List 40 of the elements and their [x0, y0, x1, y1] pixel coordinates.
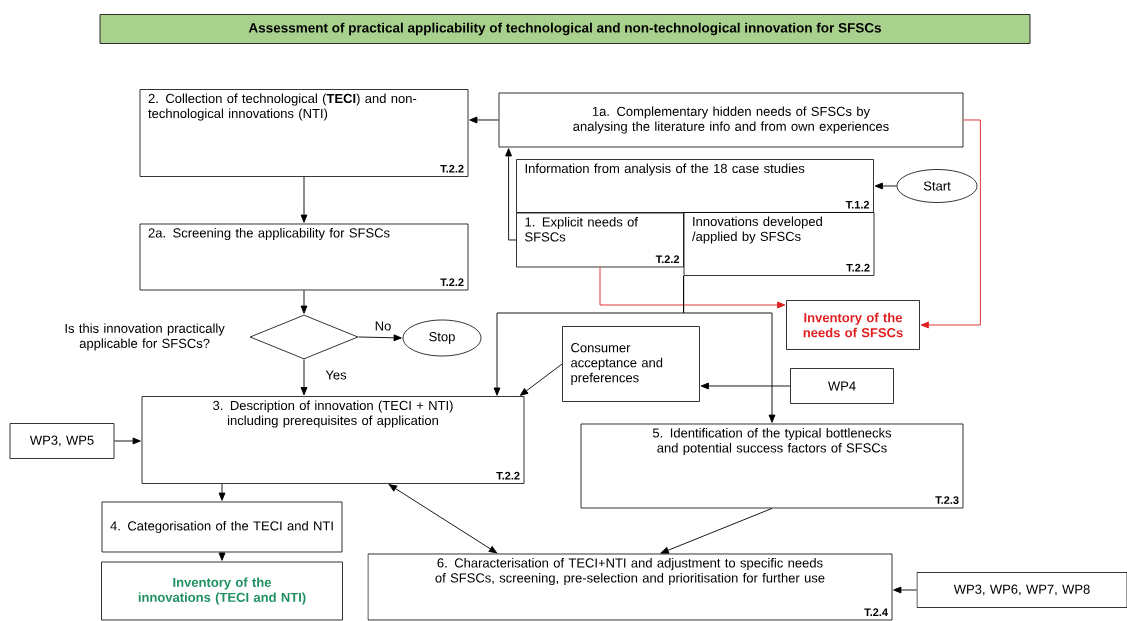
process-box: 1a. Complementary hidden needs of SFSCs by analysing the literature info and from own experiences: [498, 92, 964, 148]
process-box: 2. Collection of technological (TECI) and non-technological innovations (NTI) T.2.2: [139, 89, 469, 177]
process-box: 1. Explicit needs of SFSCs T.2.2: [516, 212, 684, 268]
arrow: [683, 275, 776, 423]
edge-label: No: [373, 320, 393, 332]
arrow: [700, 382, 791, 390]
arrow: [218, 483, 226, 501]
process-box: 4. Categorisation of the TECI and NTI: [101, 501, 343, 553]
arrow: [300, 176, 308, 223]
arrow: [357, 334, 402, 342]
process-box: 2a. Screening the applicability for SFSCs T.2.2: [139, 223, 469, 291]
arrow: [388, 484, 498, 554]
arrow: [920, 119, 981, 329]
title-banner: Assessment of practical applicability of technological and non-technological innovation for SFSCs: [99, 14, 1031, 44]
arrow: [874, 182, 898, 190]
input-box: WP3, WP6, WP7, WP8: [916, 572, 1127, 608]
arrow: [469, 116, 500, 124]
input-box: WP3, WP5: [9, 423, 115, 459]
process-box: Innovations developed /applied by SFSCs T.2.2: [683, 212, 875, 276]
terminal-oval: Start: [896, 169, 978, 203]
question-text: Is this innovation practically applicable for SFSCs?: [65, 323, 225, 351]
process-box: 6. Characterisation of TECI+NTI and adjustment to specific needs of SFSCs, screening, pre-selection and prioritisation for further use T.2.4: [367, 553, 893, 621]
arrow: [660, 507, 773, 554]
arrow: [300, 358, 308, 396]
arrow: [505, 148, 517, 241]
arrow: [893, 586, 918, 594]
output-box: Inventory of the needs of SFSCs: [786, 300, 920, 350]
arrow: [218, 551, 226, 561]
input-box: WP4: [790, 368, 894, 404]
terminal-oval: Stop: [402, 319, 482, 357]
process-box: 3. Description of innovation (TECI + NTI) including prerequisites of application T.2.2: [141, 396, 525, 484]
edge-label: Yes: [324, 369, 348, 381]
process-box: 5. Identification of the typical bottlenecks and potential success factors of SFSCs T.2.3: [580, 423, 964, 509]
arrow: [599, 266, 786, 309]
process-box: Consumer acceptance and preferences: [562, 326, 700, 402]
output-box: Inventory of the innovations (TECI and NTI): [101, 561, 343, 621]
arrow: [300, 289, 308, 314]
arrow: [113, 437, 141, 445]
arrow: [519, 363, 563, 396]
process-box: Information from analysis of the 18 case studies T.1.2: [516, 159, 874, 213]
